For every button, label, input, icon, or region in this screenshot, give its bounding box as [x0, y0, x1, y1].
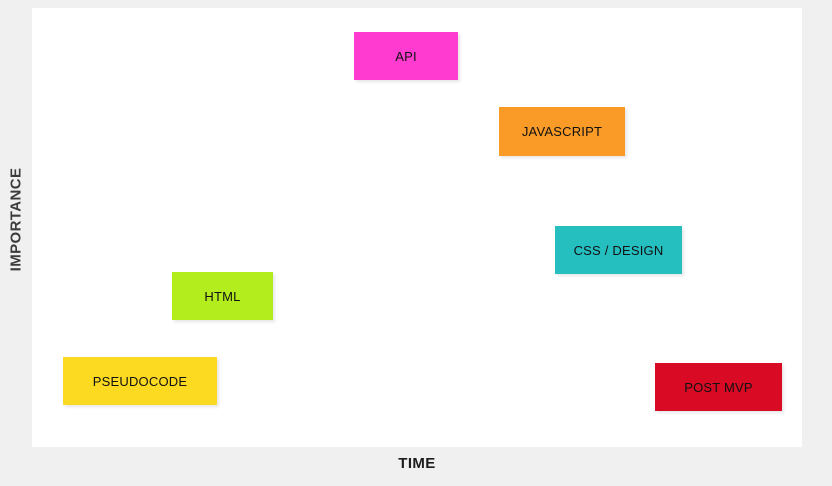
- x-axis-title-label: TIME: [398, 455, 436, 472]
- data-box-label: JAVASCRIPT: [521, 124, 603, 139]
- data-box[interactable]: PSEUDOCODE: [63, 357, 217, 405]
- data-box[interactable]: POST MVP: [655, 363, 782, 411]
- data-box[interactable]: API: [354, 32, 458, 80]
- data-box[interactable]: CSS / DESIGN: [555, 226, 682, 274]
- data-box[interactable]: JAVASCRIPT: [499, 107, 625, 156]
- data-box-label: CSS / DESIGN: [573, 242, 664, 258]
- data-box-label: POST MVP: [684, 379, 753, 395]
- plot-area: API JAVASCRIPT CSS / DESIGN HTML PSEUDOCODE P…: [32, 8, 802, 447]
- y-axis-title-label: IMPORTANCE: [7, 167, 25, 272]
- y-axis-title: IMPORTANCE: [0, 0, 32, 439]
- data-box-label: HTML: [204, 288, 241, 304]
- data-box[interactable]: HTML: [172, 272, 273, 320]
- x-axis-title: TIME: [32, 455, 802, 472]
- data-box-label: PSEUDOCODE: [92, 373, 188, 389]
- data-box-label: API: [395, 48, 417, 64]
